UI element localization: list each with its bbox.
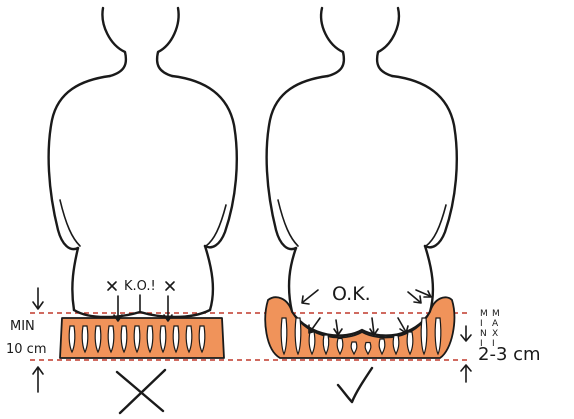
cushion-cell [421,318,427,354]
cushion-cell [108,326,114,352]
right-cushion [265,297,454,358]
mini-letter: N [480,329,487,339]
check-mark-icon [338,368,372,402]
ko-label: K.O.! [124,279,156,294]
cushion-cell [309,332,315,355]
mini-letter: M [480,309,488,319]
cross-mark-icon [117,370,165,413]
maxi-letter: X [492,329,498,339]
left-figure [49,8,237,317]
ok-label: O.K. [332,283,371,305]
cushion-cell [82,326,88,352]
maxi-letter: M [492,309,500,319]
range-label: 2-3 cm [478,344,541,365]
cushion-cell [407,332,413,354]
cushion-cell [281,318,287,354]
cushion-cell [295,318,301,354]
cushion-cell [435,318,441,354]
cushion-cell [134,326,140,352]
cushion-cell [95,326,101,352]
left-height-dimension [33,288,43,392]
maxi-vertical-label: M A X I [492,309,503,349]
cushion-cell [186,326,192,352]
maxi-letter: A [492,319,499,329]
right-range-dimension [461,326,471,382]
cushion-cell [160,326,166,352]
cushion-cell [121,326,127,352]
mini-vertical-label: M I N I [480,309,491,349]
min-label: MIN [10,319,35,334]
left-cushion [60,318,224,358]
cushion-cell [69,326,75,352]
mini-letter: I [480,319,483,329]
cushion-cell [147,326,153,352]
height-min-label: 10 cm [6,342,47,357]
cushion-cell [173,326,179,352]
cushion-cell [199,326,205,352]
